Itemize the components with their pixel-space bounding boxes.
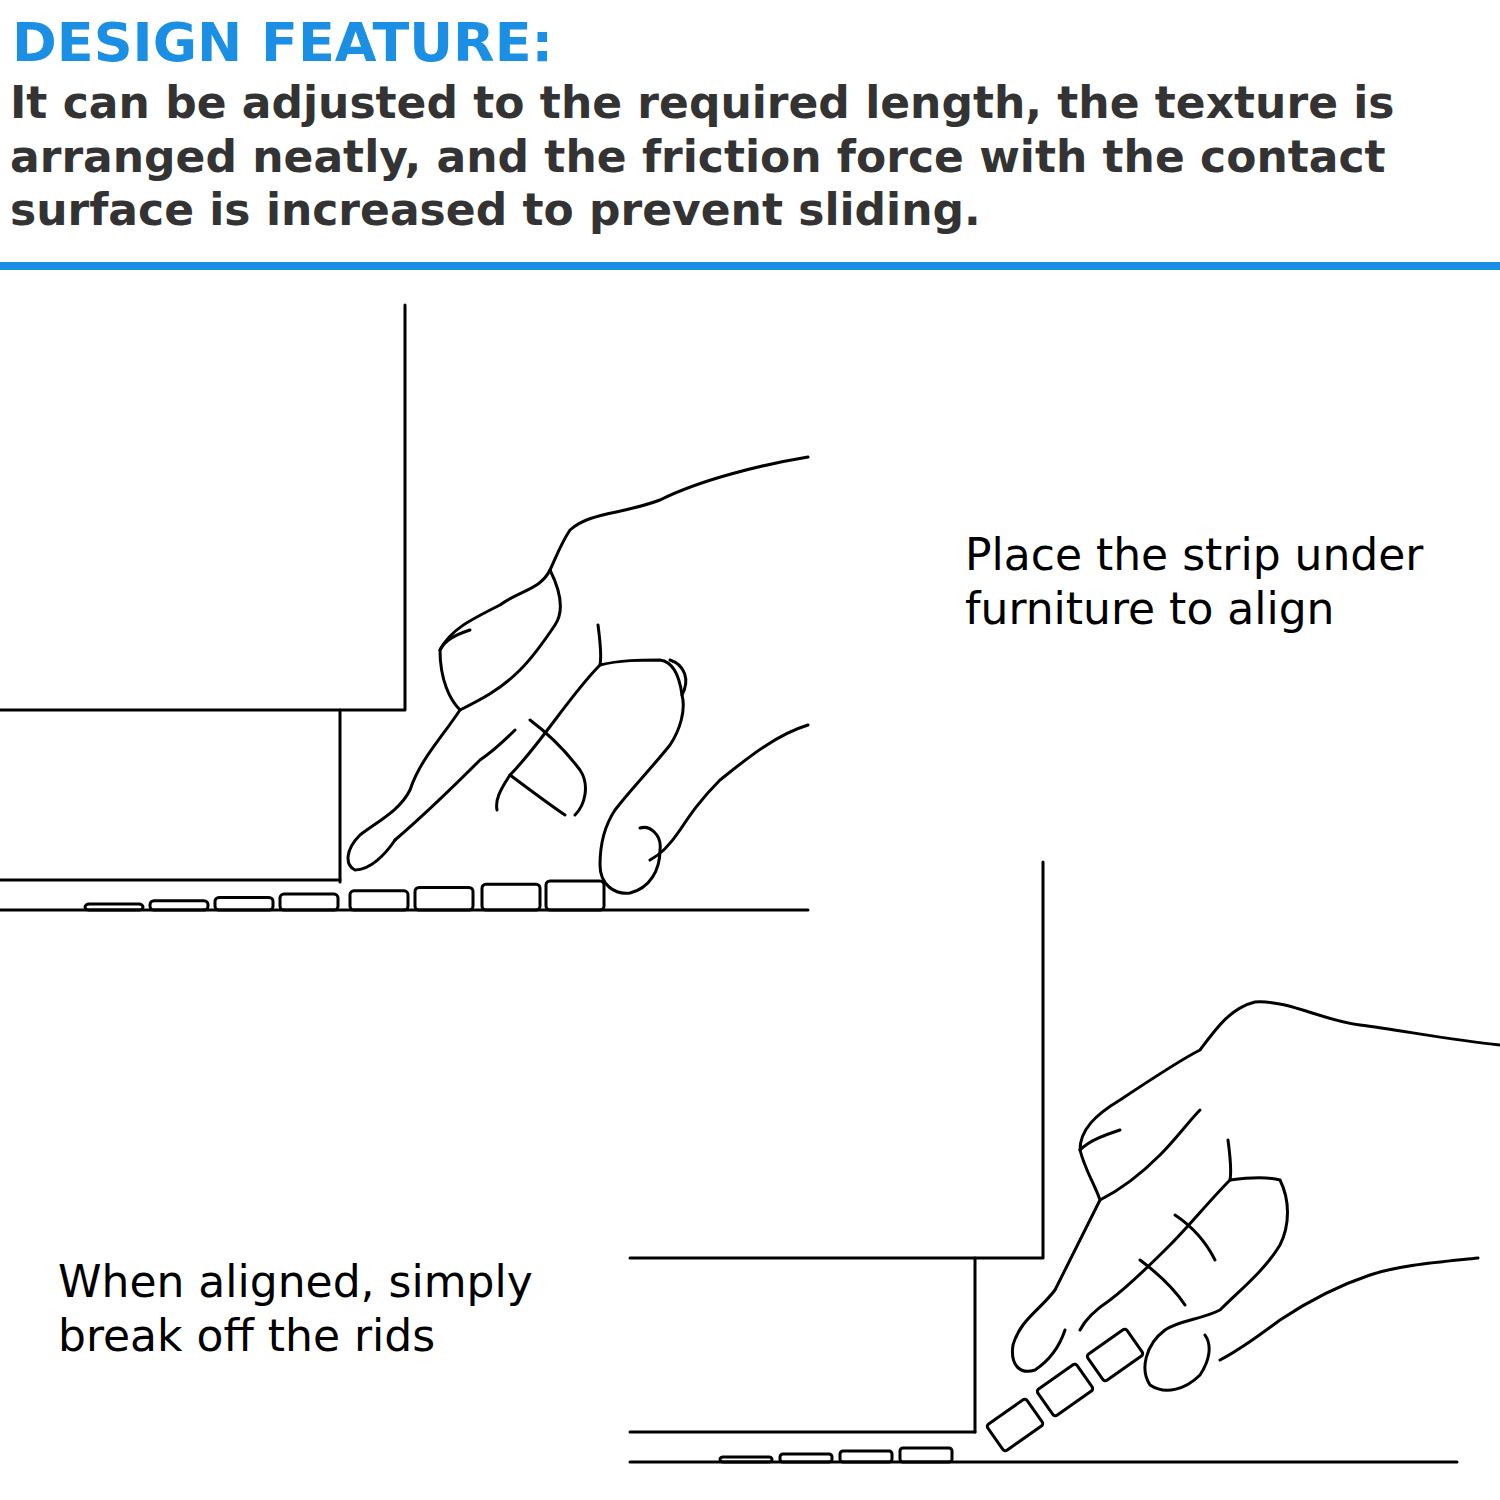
strip-segment bbox=[350, 891, 408, 910]
strip-segment bbox=[280, 894, 338, 910]
step-caption: When aligned, simply break off the rids bbox=[58, 1255, 618, 1362]
strip-segment bbox=[215, 897, 273, 910]
furniture-bottom bbox=[630, 862, 1457, 1462]
hand-top bbox=[348, 457, 808, 893]
hand-bottom bbox=[1012, 1002, 1500, 1390]
strip-top bbox=[85, 881, 604, 910]
heading: DESIGN FEATURE: bbox=[12, 10, 553, 76]
strip-segment bbox=[415, 888, 473, 911]
strip-segment bbox=[546, 881, 604, 910]
strip-segment bbox=[780, 1454, 832, 1462]
strip-segment bbox=[840, 1451, 892, 1462]
strip-segment bbox=[720, 1457, 772, 1462]
furniture-top bbox=[0, 305, 808, 910]
strip-bottom bbox=[720, 1328, 1144, 1462]
strip-segment bbox=[986, 1398, 1044, 1452]
header-rule bbox=[0, 262, 1500, 270]
step-caption: Place the strip under furniture to align bbox=[965, 528, 1490, 635]
strip-segment bbox=[900, 1448, 952, 1462]
strip-segment bbox=[1036, 1363, 1094, 1417]
strip-segment bbox=[150, 901, 208, 910]
description: It can be adjusted to the required lengt… bbox=[10, 76, 1492, 237]
strip-segment bbox=[482, 884, 540, 910]
strip-segment bbox=[1086, 1328, 1144, 1382]
strip-segment bbox=[85, 904, 143, 910]
